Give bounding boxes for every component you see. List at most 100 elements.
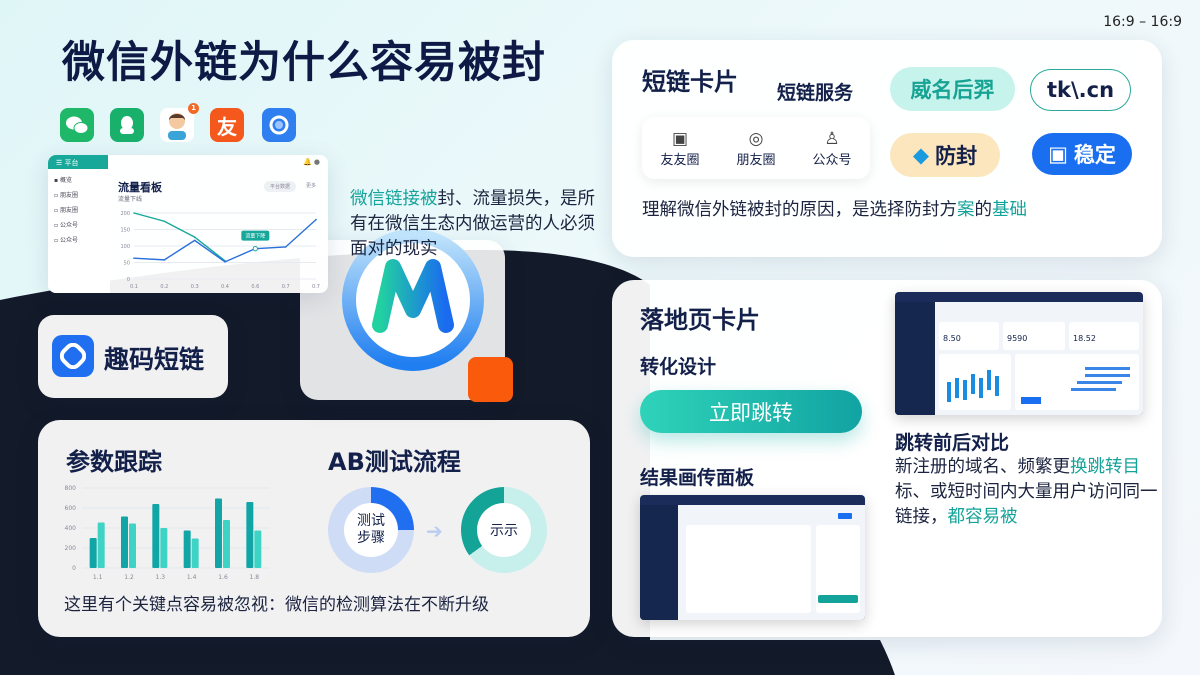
x-tick-label: 0.2: [160, 284, 168, 290]
compare-dashboard-preview: 8.50 9590 18.52: [895, 292, 1143, 415]
stat-value: 8.50: [939, 322, 999, 350]
y-tick-label: 150: [120, 228, 130, 234]
orange-square: [468, 357, 513, 402]
x-tick-label: 1.8: [250, 574, 260, 581]
line-series-0: [133, 212, 226, 262]
y-tick-label: 50: [124, 261, 130, 267]
x-tick-label: 0.6: [251, 284, 259, 290]
bar: [223, 520, 230, 568]
stat-value: 9590: [1003, 322, 1065, 350]
donut-b-label: 示示: [477, 503, 531, 557]
data-point: [315, 218, 317, 221]
dashboard-subheading: 流量下线: [118, 196, 143, 203]
logo-card: [300, 229, 513, 402]
y-tick-label: 400: [65, 525, 77, 532]
service-label: 短链服务: [777, 82, 854, 104]
line-series-1: [133, 219, 317, 263]
bell-icon[interactable]: 🔔 ●: [302, 158, 320, 166]
data-point: [224, 261, 226, 263]
shortlink-card: 短链卡片 短链服务 ▣友友圈 ◎朋友圈 ♙公众号 威名后羿 tk\.cn ◆防封…: [612, 40, 1162, 257]
results-dashboard-preview: [640, 495, 865, 620]
data-point: [284, 246, 287, 248]
x-tick-label: 1.4: [187, 574, 197, 581]
nav-item[interactable]: ▫ 公众号: [54, 222, 78, 229]
shortlink-caption: 理解微信外链被封的原因，是选择防封方案的基础: [642, 200, 1027, 220]
filter-button[interactable]: 平台数据: [264, 181, 297, 192]
data-point: [163, 259, 166, 261]
y-tick-label: 600: [65, 505, 77, 512]
moments-card-icon: ▣: [671, 128, 689, 149]
y-tick-label: 0: [72, 565, 76, 572]
bar: [97, 522, 105, 568]
wechat-icon[interactable]: [60, 108, 94, 142]
annotation-marker: [252, 245, 259, 252]
landing-card: 落地页卡片 转化设计 立即跳转 结果画传面板 8.50 9590 18.52 跳…: [612, 280, 1162, 637]
landing-title: 落地页卡片: [640, 306, 760, 334]
friend-icon[interactable]: 友: [210, 108, 244, 142]
nav-item[interactable]: ▪ 概览: [54, 177, 72, 184]
stable-pill[interactable]: ▣稳定: [1032, 133, 1132, 175]
tracking-title: 参数跟踪: [66, 448, 162, 476]
nav-item[interactable]: ▫ 朋友圈: [54, 207, 78, 214]
dashboard-brand: ☰ 平台: [48, 155, 108, 169]
results-label: 结果画传面板: [640, 467, 755, 489]
bar: [254, 530, 262, 568]
domain-pill[interactable]: 威名后羿: [890, 67, 1015, 111]
arrow-right-icon: ➔: [426, 519, 443, 543]
person-icon: ♙: [824, 128, 840, 149]
channel-moments-card[interactable]: ▣友友圈: [660, 128, 700, 168]
bar: [121, 516, 128, 568]
tld-pill[interactable]: tk\.cn: [1030, 69, 1131, 111]
bar: [152, 504, 160, 568]
x-tick-label: 1.3: [156, 574, 166, 581]
x-tick-label: 0.4: [221, 284, 229, 290]
donut-test-steps: 测试步骤: [328, 487, 414, 573]
jump-now-button[interactable]: 立即跳转: [640, 390, 862, 433]
shield-app-icon[interactable]: [262, 108, 296, 142]
shortlink-title: 短链卡片: [642, 68, 738, 96]
data-point: [193, 236, 196, 238]
compare-desc: 新注册的域名、频繁更换跳转目标、或短时间内大量用户访问同一链接，都容易被: [895, 457, 1158, 527]
data-point: [163, 220, 166, 223]
ab-title: AB测试流程: [328, 448, 461, 476]
aspect-label: 16:9 – 16:9: [1103, 14, 1182, 30]
y-tick-label: 100: [120, 244, 130, 250]
donut-result: 示示: [461, 487, 547, 573]
y-tick-label: 200: [65, 545, 77, 552]
notification-badge: 1: [188, 103, 199, 114]
bar: [246, 502, 254, 568]
diamond-icon: ◆: [912, 143, 930, 167]
bar: [215, 498, 222, 568]
page-title: 微信外链为什么容易被封: [62, 38, 546, 88]
channel-official[interactable]: ♙公众号: [812, 128, 852, 168]
more-link[interactable]: 更多: [306, 183, 317, 189]
nav-item[interactable]: ▫ 公众号: [54, 237, 78, 244]
qq-icon[interactable]: [110, 108, 144, 142]
m-logo-icon: [342, 229, 484, 371]
bar: [160, 528, 168, 568]
x-tick-label: 0.1: [130, 284, 138, 290]
bar: [191, 538, 199, 568]
conversion-label: 转化设计: [640, 356, 717, 378]
nav-item[interactable]: ▫ 朋友圈: [54, 192, 78, 199]
antiblock-pill[interactable]: ◆防封: [890, 133, 1000, 177]
traffic-dashboard: ☰ 平台 🔔 ● ▪ 概览 ▫ 朋友圈 ▫ 朋友圈 ▫ 公众号 ▫ 公众号 流量…: [48, 155, 328, 293]
box-icon: ▣: [1048, 142, 1068, 166]
x-tick-label: 1.2: [124, 574, 134, 581]
donut-a-label: 测试步骤: [344, 503, 398, 557]
data-point: [133, 212, 135, 214]
channel-moments[interactable]: ◎朋友圈: [736, 128, 776, 168]
y-tick-label: 200: [120, 211, 130, 217]
data-point: [133, 257, 135, 260]
x-tick-label: 0.3: [191, 284, 199, 290]
avatar-icon[interactable]: 1: [160, 103, 199, 142]
brand-name: 趣码短链: [104, 345, 205, 374]
quote-text: 微信链接被封、流量损失，是所有在微信生态内做运营的人必须面对的现实: [350, 189, 595, 259]
tracking-footer: 这里有个关键点容易被忽视：微信的检测算法在不断升级: [64, 595, 489, 615]
annotation-label: 流量下降: [245, 233, 265, 240]
x-tick-label: 0.7: [312, 284, 320, 290]
brand-card: 趣码短链: [38, 315, 228, 398]
